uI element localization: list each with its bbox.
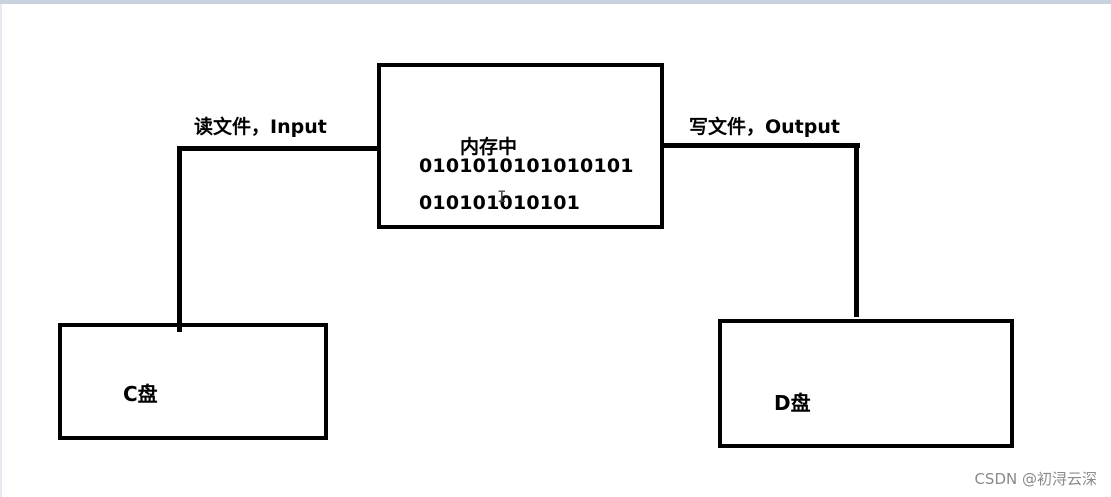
memory-box-title: 内存中 <box>460 136 518 158</box>
window-top-border <box>0 0 1111 4</box>
write-connector-horizontal <box>660 143 860 148</box>
d-drive-box <box>718 319 1014 448</box>
d-drive-label: D盘 <box>774 391 811 415</box>
memory-binary-line-2: 010101010101 <box>419 192 581 214</box>
read-edge-label: 读文件，Input <box>194 116 327 138</box>
write-connector-vertical <box>854 143 859 317</box>
write-edge-label: 写文件，Output <box>689 116 840 138</box>
read-connector-vertical <box>177 146 182 332</box>
text-cursor-icon: I <box>497 187 507 206</box>
memory-box <box>377 63 664 229</box>
read-connector-horizontal <box>177 146 381 151</box>
watermark: CSDN @初浔云深 <box>974 470 1097 488</box>
memory-binary-line-1: 0101010101010101 <box>419 155 634 177</box>
c-drive-box <box>58 323 328 440</box>
c-drive-label: C盘 <box>123 382 158 406</box>
window-left-border <box>0 4 2 497</box>
